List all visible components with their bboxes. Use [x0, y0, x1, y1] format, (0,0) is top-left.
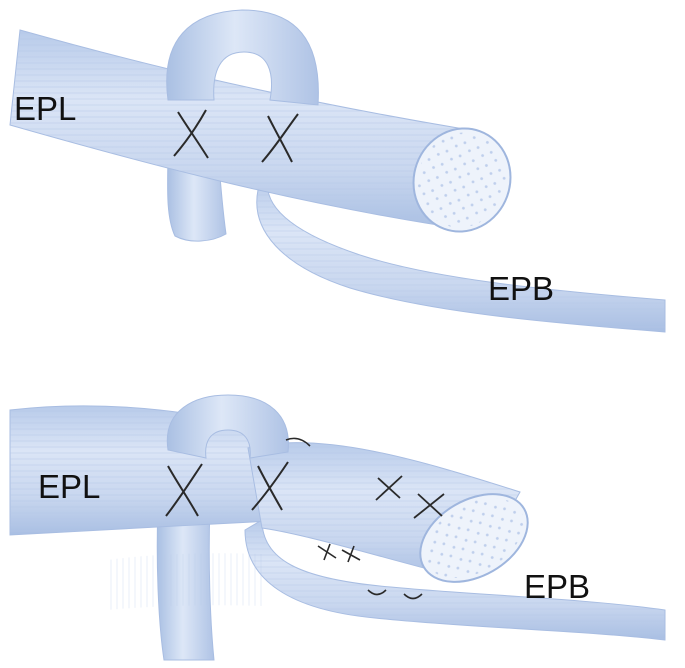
- label-epl-bottom: EPL: [38, 468, 100, 505]
- suture-small-2-bottom: [285, 437, 423, 600]
- label-epb-top: EPB: [488, 270, 554, 307]
- loop-arch-top: [166, 9, 319, 106]
- epb-fibers-top: [256, 178, 665, 332]
- loop-tail-fibers-bottom: [108, 553, 263, 610]
- epl-fibers-top: [10, 30, 470, 230]
- epl-cut-dots-top: [417, 132, 507, 228]
- epl-fibers-bottom: [10, 405, 290, 535]
- epl-cut-dots-bottom: [424, 498, 524, 578]
- epb-fibers-bottom: [245, 520, 665, 640]
- suture-x-2-top: [261, 113, 299, 163]
- label-epl-top: EPL: [14, 90, 76, 127]
- suture-x-3-bottom: [375, 475, 403, 501]
- loop-arch-bottom: [166, 394, 289, 459]
- suture-x-1-bottom: [165, 463, 203, 517]
- panel-bottom: EPL EPB: [9, 394, 666, 661]
- label-epb-bottom: EPB: [524, 568, 590, 605]
- suture-x-1-top: [173, 109, 209, 159]
- suture-x-4-bottom: [413, 493, 445, 519]
- panel-top: EPL EPB: [9, 9, 666, 333]
- suture-x-2-bottom: [251, 461, 289, 511]
- suture-small-1-bottom: [317, 543, 361, 563]
